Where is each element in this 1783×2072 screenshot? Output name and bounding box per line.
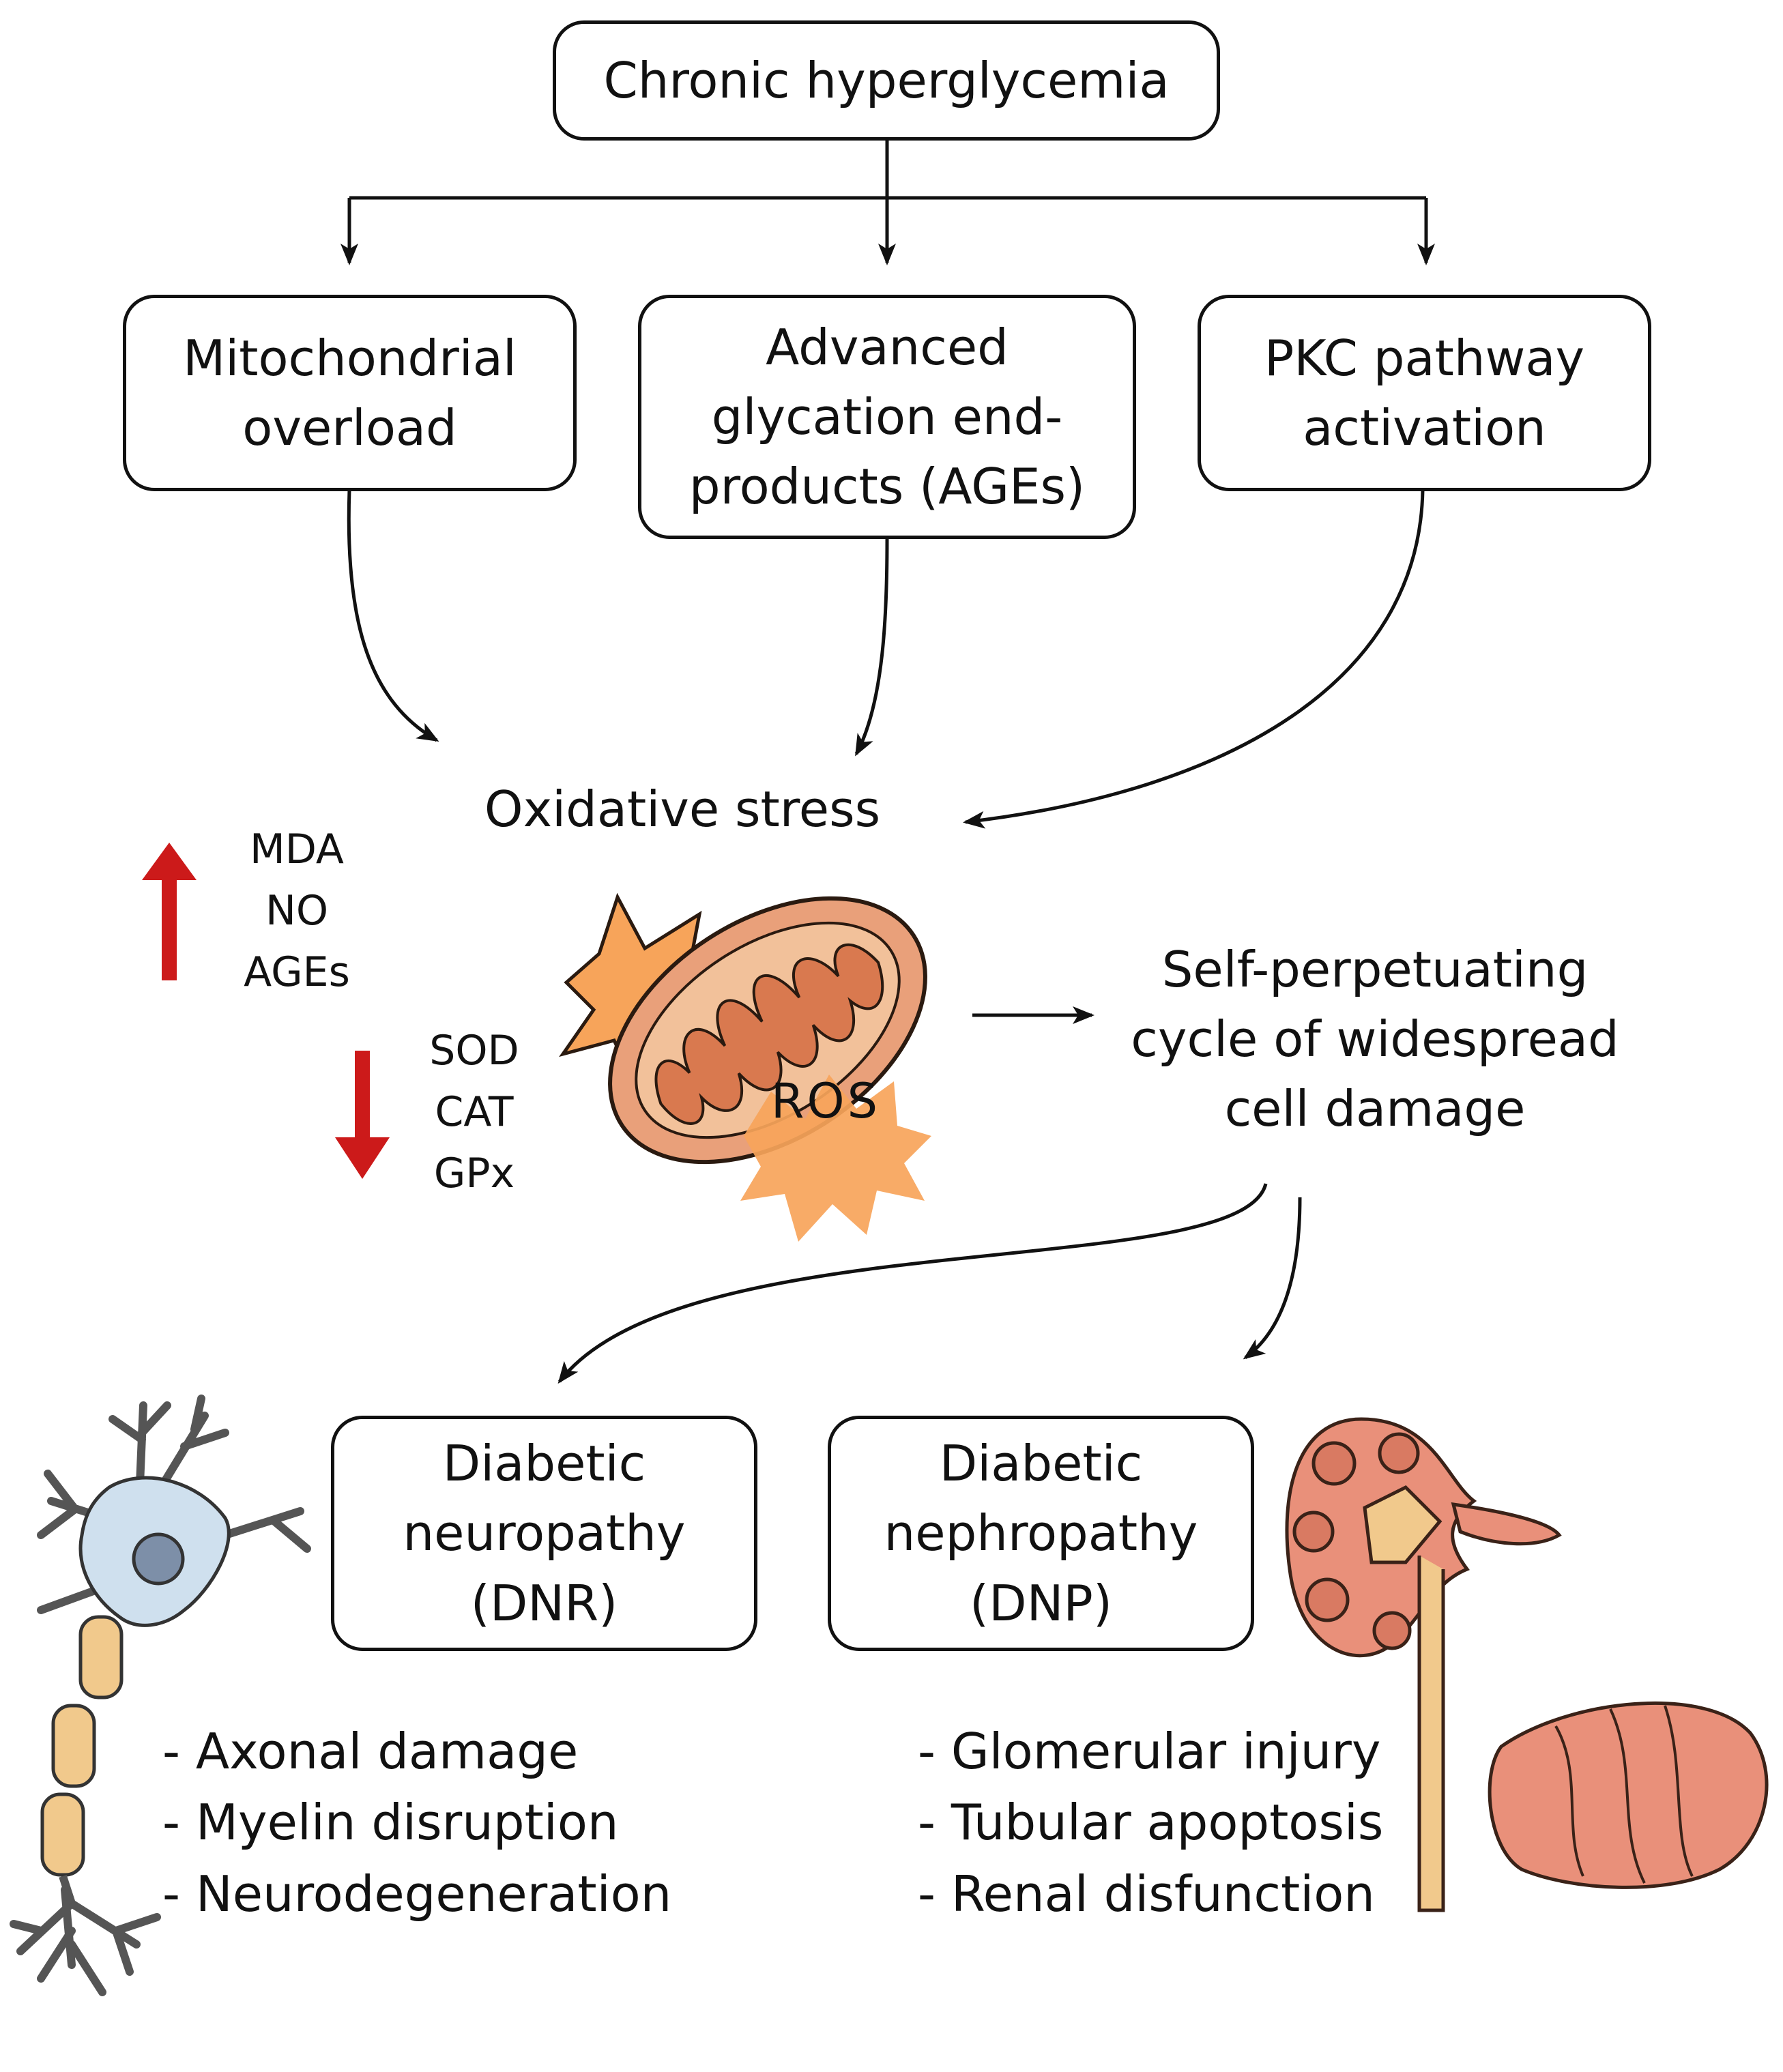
mechanism-label-line: overload	[242, 399, 457, 456]
effect-item: - Renal disfunction	[918, 1865, 1375, 1923]
increase-arrow	[142, 843, 197, 980]
cycle-label: Self-perpetuating cycle of widespread ce…	[1105, 935, 1644, 1144]
marker-cat: CAT	[435, 1088, 514, 1136]
outcome-label-line: (DNR)	[470, 1574, 618, 1632]
mechanism-label-line: glycation end-	[711, 388, 1063, 446]
neuropathy-effects-list: - Axonal damage - Myelin disruption - Ne…	[162, 1716, 671, 1929]
cycle-line: Self-perpetuating	[1161, 941, 1589, 998]
mechanism-label-line: activation	[1303, 399, 1546, 456]
ages-box: Advanced glycation end- products (AGEs)	[638, 295, 1136, 539]
outcome-label-line: Diabetic	[939, 1435, 1143, 1493]
chronic-hyperglycemia-label: Chronic hyperglycemia	[603, 51, 1170, 109]
mechanism-label-line: Mitochondrial	[183, 329, 517, 387]
mechanism-label-line: Advanced	[766, 318, 1009, 376]
marker-mda: MDA	[250, 826, 344, 873]
top-branch-connector	[340, 140, 1435, 265]
outcome-label-line: nephropathy	[884, 1504, 1198, 1562]
marker-ages: AGEs	[244, 948, 350, 996]
oxidative-stress-label: Oxidative stress	[484, 780, 881, 838]
mitochondrial-overload-box: Mitochondrial overload	[123, 295, 577, 491]
outcome-label-line: neuropathy	[403, 1504, 686, 1562]
effect-item: - Axonal damage	[162, 1723, 579, 1780]
nephropathy-effects-list: - Glomerular injury - Tubular apoptosis …	[918, 1716, 1383, 1929]
mechanism-label-line: PKC pathway	[1264, 329, 1585, 387]
cycle-line: cycle of widespread	[1131, 1010, 1619, 1068]
effect-item: - Myelin disruption	[162, 1794, 619, 1852]
ros-label: ROS	[770, 1073, 881, 1129]
pkc-pathway-box: PKC pathway activation	[1198, 295, 1651, 491]
marker-sod: SOD	[429, 1027, 519, 1075]
cycle-to-outcome-arrows	[557, 1183, 1302, 1384]
marker-no: NO	[265, 887, 329, 935]
effect-item: - Tubular apoptosis	[918, 1794, 1384, 1852]
diabetic-nephropathy-box: Diabetic nephropathy (DNP)	[828, 1416, 1254, 1651]
effect-item: - Neurodegeneration	[162, 1865, 672, 1923]
diabetic-neuropathy-box: Diabetic neuropathy (DNR)	[331, 1416, 757, 1651]
neuron-illustration	[10, 1395, 311, 1996]
mechanism-to-stress-arrows	[347, 489, 1425, 829]
outcome-label-line: Diabetic	[442, 1435, 646, 1493]
marker-gpx: GPx	[433, 1150, 515, 1197]
decrease-arrow	[335, 1051, 390, 1179]
kidney-illustration	[1285, 1417, 1769, 1912]
markers-increased: MDA NO AGEs	[218, 819, 375, 1003]
markers-decreased: SOD CAT GPx	[396, 1020, 553, 1204]
effect-item: - Glomerular injury	[918, 1723, 1381, 1780]
mechanism-label-line: products (AGEs)	[688, 458, 1086, 516]
mitochondrion-illustration	[559, 892, 931, 1242]
cycle-line: cell damage	[1224, 1080, 1526, 1138]
outcome-label-line: (DNP)	[970, 1574, 1112, 1632]
chronic-hyperglycemia-box: Chronic hyperglycemia	[553, 20, 1220, 141]
